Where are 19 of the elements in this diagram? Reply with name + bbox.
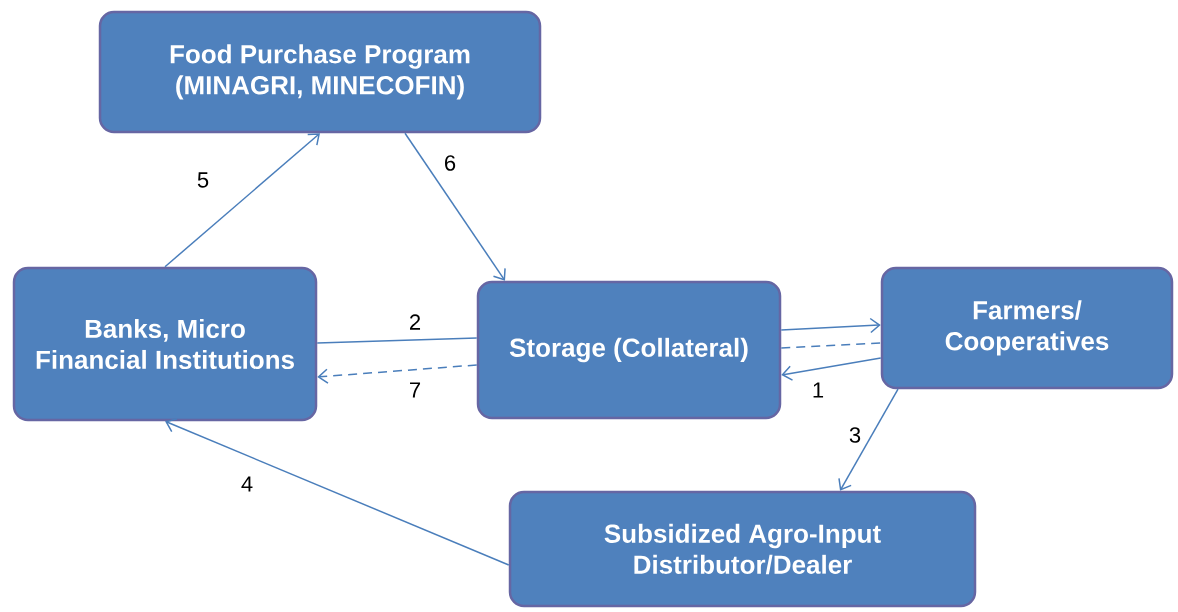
arrow: [838, 388, 899, 491]
process-box: Food Purchase Program (MINAGRI, MINECOFIN): [98, 10, 542, 134]
arrow: [164, 133, 320, 268]
arrow: [781, 357, 882, 381]
edge-label: 2: [407, 313, 423, 331]
edge-label: 4: [239, 475, 255, 493]
process-box: Subsidized Agro-Input Distributor/Dealer: [508, 490, 977, 608]
process-box: Storage (Collateral): [476, 280, 782, 420]
arrow: [780, 317, 881, 334]
edge-label: 3: [847, 426, 863, 444]
arrow: [404, 132, 506, 281]
edge-label: 6: [442, 154, 458, 172]
edge-label: 1: [810, 381, 826, 399]
process-box: Banks, Micro Financial Institutions: [12, 266, 318, 422]
arrow: [165, 417, 510, 566]
process-box: Farmers/ Cooperatives: [880, 266, 1174, 390]
arrow: [317, 364, 478, 384]
edge-label: 5: [195, 171, 211, 189]
edge-label: 7: [407, 381, 423, 399]
